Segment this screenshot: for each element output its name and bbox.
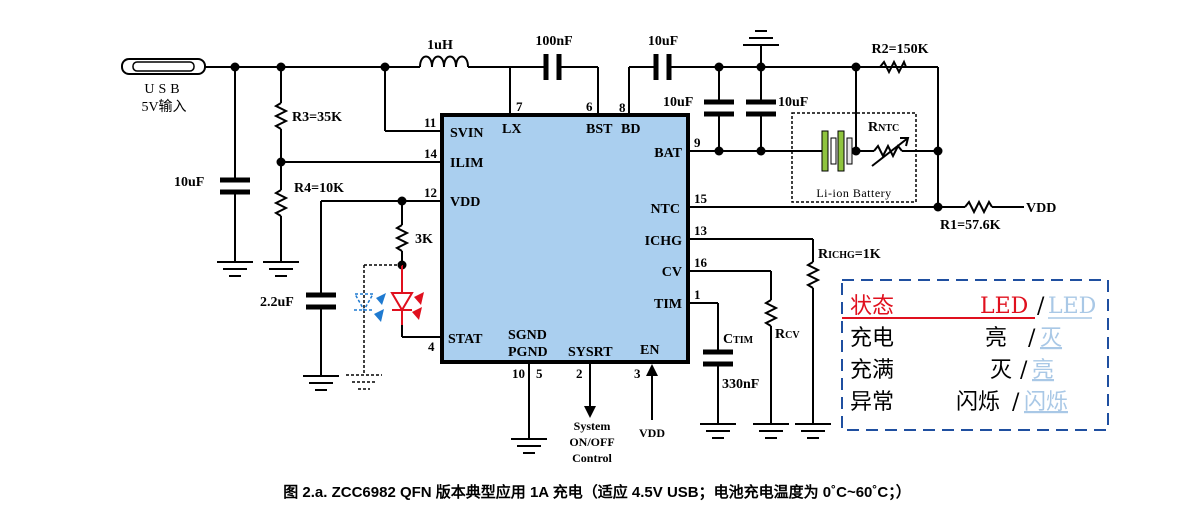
c-tim-label: CTIM — [723, 332, 754, 347]
ground-icon — [303, 375, 339, 391]
r2-label: R2=150K — [872, 42, 929, 57]
pin-name: SGND — [508, 328, 547, 343]
pin-number: 15 — [694, 191, 708, 206]
pin-name: PGND — [508, 345, 548, 360]
usb-label: USB — [144, 82, 183, 97]
svg-text:/: / — [1028, 326, 1036, 351]
pin-name: TIM — [654, 297, 682, 312]
legend-row-state: 异常 — [850, 390, 894, 415]
battery-label: Li-ion Battery — [816, 186, 891, 200]
pin-name: SYSRT — [568, 345, 613, 360]
inductor — [419, 55, 544, 68]
legend-row-state: 充满 — [850, 358, 894, 383]
pin-name: SVIN — [450, 126, 483, 141]
pin-name: BST — [586, 122, 613, 137]
ground-icon — [753, 423, 789, 439]
ground-icon — [217, 261, 253, 277]
c-tim-value: 330nF — [722, 377, 759, 392]
pin-number: 13 — [694, 223, 708, 238]
pin-name: BD — [621, 122, 640, 137]
r4-label: R4=10K — [294, 181, 344, 196]
pin-number: 8 — [619, 100, 626, 115]
inductor-label: 1uH — [427, 38, 453, 53]
pin-number: 2 — [576, 366, 583, 381]
r-cv-label: RCV — [775, 327, 800, 342]
pin-name: VDD — [450, 195, 480, 210]
legend-header-led-blue: LED — [1048, 294, 1096, 319]
ground-icon — [700, 423, 736, 439]
legend-row-red: 闪烁 — [956, 390, 1000, 415]
r-ntc-label: RNTC — [868, 120, 899, 135]
ground-icon — [511, 438, 547, 454]
sysrt-label-3: Control — [572, 451, 612, 465]
svg-text:/: / — [1012, 390, 1020, 415]
vdd-right-label: VDD — [1026, 201, 1056, 216]
r3-label: R3=35K — [292, 110, 342, 125]
arrow-down-icon — [584, 362, 596, 418]
legend-header-slash: / — [1037, 294, 1045, 319]
legend-row-red: 亮 — [985, 326, 1007, 351]
ic-chip — [440, 113, 690, 364]
r-led-label: 3K — [415, 232, 433, 247]
pin-number: 12 — [424, 185, 437, 200]
figure-caption: 图 2.a. ZCC6982 QFN 版本典型应用 1A 充电（适应 4.5V … — [283, 483, 910, 501]
pin-name: BAT — [654, 146, 682, 161]
legend-header-state: 状态 — [850, 294, 894, 319]
pin-number: 11 — [424, 115, 436, 130]
pin-name: LX — [502, 122, 521, 137]
pin-name: EN — [640, 343, 659, 358]
sysrt-label-1: System — [574, 419, 611, 433]
pin-name: STAT — [448, 332, 483, 347]
pin-name: ILIM — [450, 156, 483, 171]
red-led-icon — [390, 265, 424, 325]
en-vdd-label: VDD — [639, 426, 665, 440]
ground-icon — [263, 261, 299, 277]
pin-number: 7 — [516, 99, 523, 114]
input-wires — [205, 62, 442, 262]
legend-row-state: 充电 — [850, 326, 894, 351]
pin-number: 6 — [586, 99, 593, 114]
legend-row-blue: 灭 — [1040, 326, 1062, 351]
pin-number: 16 — [694, 255, 708, 270]
blue-led-icon — [346, 264, 402, 390]
pin-name: CV — [662, 265, 682, 280]
thermistor — [871, 137, 910, 167]
pin-number: 3 — [634, 366, 641, 381]
legend-row-red: 灭 — [990, 358, 1012, 383]
c-out2-label: 10uF — [778, 95, 808, 110]
pin-number: 10 — [512, 366, 525, 381]
battery-box — [791, 112, 917, 203]
r1-label: R1=57.6K — [940, 218, 1001, 233]
legend-row-blue: 亮 — [1032, 358, 1054, 383]
pin-number: 14 — [424, 146, 438, 161]
battery-icon — [821, 130, 853, 172]
ground-icon — [795, 423, 831, 439]
pin-number: 1 — [694, 287, 701, 302]
pin-number: 4 — [428, 339, 435, 354]
legend-row-blue: 闪烁 — [1024, 390, 1068, 415]
svg-text:/: / — [1020, 358, 1028, 383]
usb-input-label: 5V输入 — [141, 99, 186, 115]
ground-icon — [743, 30, 779, 67]
c-bst-label: 100nF — [535, 34, 572, 49]
c-vdd-label: 2.2uF — [260, 295, 294, 310]
r-ichg-label: RICHG=1K — [818, 247, 881, 262]
pin-name: NTC — [650, 202, 680, 217]
usb-connector: USB 5V输入 — [121, 58, 206, 115]
legend-header-led-red: LED — [980, 294, 1028, 319]
sysrt-label-2: ON/OFF — [569, 435, 614, 449]
led-legend: 状态 LED / LED 充电 亮 / 灭 充满 灭 / 亮 异常 闪烁 / 闪… — [842, 294, 1096, 415]
c-out1-label: 10uF — [663, 95, 693, 110]
pin-number: 9 — [694, 135, 701, 150]
c-in-label: 10uF — [174, 175, 204, 190]
c-bd-label: 10uF — [648, 34, 678, 49]
pin-name: ICHG — [645, 234, 682, 249]
led-legend-box — [841, 279, 1109, 431]
arrow-up-icon — [646, 364, 658, 420]
pin-number: 5 — [536, 366, 543, 381]
